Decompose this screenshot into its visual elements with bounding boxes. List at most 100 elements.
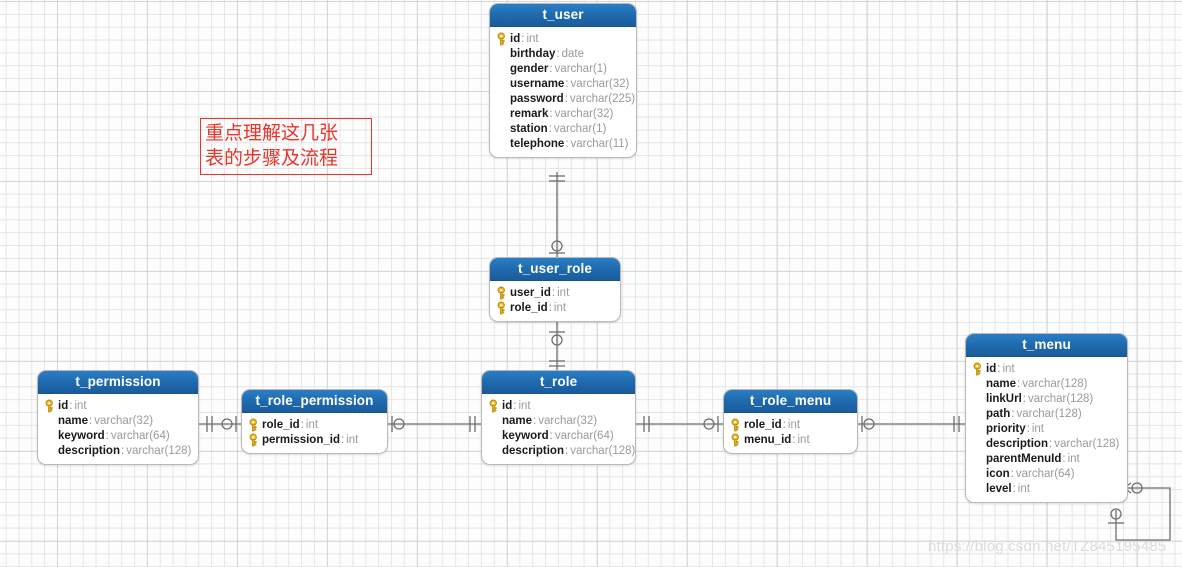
- field-name: description: [58, 444, 120, 457]
- field-type: varchar(11): [570, 137, 629, 150]
- field-icon-spacer: [44, 444, 58, 458]
- field-icon-spacer: [972, 392, 986, 406]
- field-type: varchar(32): [538, 414, 598, 427]
- field-name: station: [510, 122, 548, 135]
- field-separator: :: [997, 362, 1001, 375]
- field-name: priority: [986, 422, 1026, 435]
- field-type: varchar(64): [554, 429, 614, 442]
- field-name: role_id: [744, 418, 782, 431]
- field-type: int: [346, 433, 359, 446]
- edge-rolepermission-to-role: [388, 416, 481, 432]
- field-type: varchar(225): [569, 92, 636, 105]
- field-row: name:varchar(32): [44, 413, 191, 428]
- field-name: telephone: [510, 137, 565, 150]
- entity-title-t_role: t_role: [482, 371, 635, 394]
- field-name: description: [986, 437, 1048, 450]
- field-name: path: [986, 407, 1011, 420]
- field-separator: :: [792, 433, 796, 446]
- field-name: keyword: [58, 429, 105, 442]
- field-icon-spacer: [44, 429, 58, 443]
- primary-key-icon: [496, 286, 510, 300]
- field-icon-spacer: [972, 482, 986, 496]
- field-type: int: [518, 399, 531, 412]
- field-icon-spacer: [496, 62, 510, 76]
- field-separator: :: [105, 429, 109, 442]
- field-row: path:varchar(128): [972, 406, 1120, 421]
- field-row: level:int: [972, 481, 1120, 496]
- field-icon-spacer: [972, 422, 986, 436]
- entity-title-t_user: t_user: [490, 4, 636, 27]
- edge-userrole-to-role: [549, 322, 565, 370]
- field-name: name: [986, 377, 1017, 390]
- field-separator: :: [340, 433, 345, 446]
- field-separator: :: [565, 137, 569, 150]
- edge-permission-to-rolepermission: [199, 416, 241, 432]
- field-type: int: [1067, 452, 1080, 465]
- field-name: birthday: [510, 47, 556, 60]
- edge-role-to-rolemenu: [636, 416, 723, 432]
- field-row: priority :int: [972, 421, 1120, 436]
- field-type: int: [526, 32, 539, 45]
- entity-title-t_menu: t_menu: [966, 334, 1127, 357]
- field-icon-spacer: [972, 377, 986, 391]
- field-separator: :: [1012, 482, 1016, 495]
- field-type: varchar(32): [94, 414, 154, 427]
- field-separator: :: [69, 399, 73, 412]
- field-separator: :: [1026, 422, 1030, 435]
- field-name: level: [986, 482, 1012, 495]
- primary-key-icon: [730, 418, 744, 432]
- field-name: id: [986, 362, 997, 375]
- field-separator: :: [533, 414, 537, 427]
- entity-title-t_role_permission: t_role_permission: [242, 390, 387, 413]
- field-row: keyword:varchar(64): [44, 428, 191, 443]
- field-separator: :: [1022, 392, 1026, 405]
- field-row: role_id:int: [496, 300, 613, 315]
- field-name: parentMenuId: [986, 452, 1062, 465]
- field-row: role_id:int: [730, 417, 850, 432]
- field-icon-spacer: [972, 467, 986, 481]
- edge-user-to-userrole: [549, 172, 565, 257]
- watermark: https://blog.csdn.net/TZ845195485: [928, 538, 1167, 555]
- field-type: varchar(128): [1028, 392, 1094, 405]
- field-icon-spacer: [496, 92, 510, 106]
- field-row: name:varchar(32): [488, 413, 628, 428]
- edge-rolemenu-to-menu: [858, 416, 965, 432]
- field-separator: :: [513, 399, 517, 412]
- field-type: int: [557, 286, 570, 299]
- field-row: remark :varchar(32): [496, 106, 629, 121]
- field-icon-spacer: [972, 452, 986, 466]
- field-type: varchar(128): [1054, 437, 1120, 450]
- field-type: varchar(1): [554, 62, 607, 75]
- field-row: role_id:int: [248, 417, 380, 432]
- field-row: id:int: [488, 398, 628, 413]
- field-separator: :: [1062, 452, 1066, 465]
- primary-key-icon: [972, 362, 986, 376]
- field-separator: :: [564, 92, 568, 105]
- field-type: varchar(128): [570, 444, 636, 457]
- field-row: icon:varchar(64): [972, 466, 1120, 481]
- field-name: role_id: [510, 301, 548, 314]
- annotation-line-2: 表的步骤及流程: [205, 147, 339, 169]
- field-row: id:int: [496, 31, 629, 46]
- field-separator: :: [564, 444, 569, 457]
- entity-title-t_user_role: t_user_role: [490, 258, 620, 281]
- field-name: name: [58, 414, 89, 427]
- field-row: password:varchar(225): [496, 91, 635, 106]
- field-icon-spacer: [496, 137, 510, 151]
- field-type: varchar(64): [110, 429, 170, 442]
- field-separator: :: [551, 286, 556, 299]
- field-name: id: [502, 399, 513, 412]
- field-type: int: [787, 418, 801, 431]
- field-name: linkUrl: [986, 392, 1022, 405]
- field-separator: :: [120, 444, 125, 457]
